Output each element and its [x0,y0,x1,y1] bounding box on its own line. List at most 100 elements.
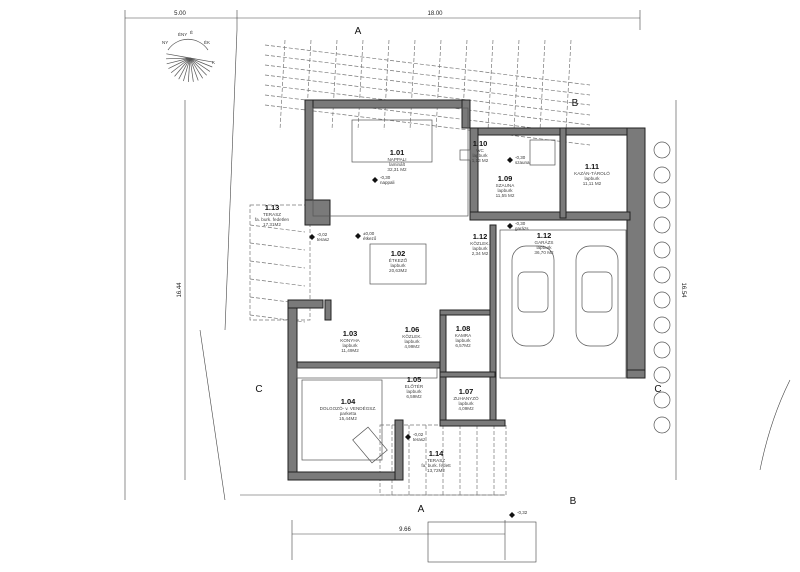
room-area: 4,09M2 [458,406,474,411]
room-number: 1.02 [391,249,406,258]
pergola-beam [249,278,306,287]
wall [287,471,401,481]
room-number: 1.06 [405,325,420,334]
car-right [575,245,619,347]
tree-row [653,141,671,434]
room-name: ÉTKEZŐ [389,257,408,263]
pergola-beam [264,44,591,86]
level-value: -0,32 [517,510,528,515]
compass-ray [189,57,204,79]
tree-icon [653,316,671,334]
pergola-beam [249,224,306,233]
room-number: 1.09 [498,174,513,183]
section-c-right: C [654,384,661,395]
dim-bottom: 9.66 [399,527,411,533]
section-a-bottom: A [418,504,425,515]
room-number: 1.11 [585,162,599,171]
compass-ray [187,57,191,82]
level-value: -0,30 [380,175,391,180]
wall [304,99,471,109]
level-icon [309,234,315,240]
level-icon [355,233,361,239]
pergola-rafter [409,39,416,131]
dim-right: 16.54 [680,282,686,298]
pergola-beam [249,296,306,305]
pergola-grid [249,39,591,495]
tree-icon [653,391,671,409]
pergola-rafter [331,39,338,131]
room-area: 20,63M2 [389,268,407,273]
pergola-rafter [487,39,494,131]
room-floor: lapburk [455,338,471,343]
dim-top-left: 5.00 [174,11,186,17]
tree-icon [653,341,671,359]
level-marker: -0,32 [509,510,528,518]
tree-icon [653,141,671,159]
wall [469,211,631,221]
room-floor: lapburk [472,246,488,251]
room-number: 1.03 [343,329,358,338]
room-name: NAPPALI [387,157,406,162]
level-label: terasz [413,437,426,442]
room-floor: lapburk [497,188,513,193]
dim-top-main: 18.00 [427,11,443,17]
room-number: 1.04 [341,397,356,406]
dim-left: 16.44 [177,282,183,298]
armchair [352,426,388,464]
room-area: 11,49M2 [341,348,359,353]
room-floor: fa. burk. fedett [421,463,451,468]
pergola-rafter [279,39,286,131]
compass-ray [189,57,213,68]
room-area: 6,57M2 [455,343,471,348]
room-number: 1.10 [473,139,488,148]
pergola-rafter [565,39,572,131]
level-value: ±0,00 [363,231,375,236]
wall [394,419,404,481]
room-floor: laminált [389,162,406,167]
compass-ray [189,57,194,82]
level-label: nappali [380,180,395,185]
compass-ray [183,57,191,82]
room-floor: lapburk [404,339,420,344]
room-name: KÖZLEK. [470,240,489,246]
room-area: 32,31 M2 [387,167,407,172]
tree-icon [653,241,671,259]
room-floor: lapburk [584,176,600,181]
compass-ray [189,57,214,63]
level-icon [509,512,515,518]
room-name: GARÁZS [535,239,554,245]
pergola-rafter [383,39,390,131]
pergola-beam [264,54,591,96]
section-b-bottom: B [570,496,577,507]
room-floor: lapburk [342,343,358,348]
section-c-left: C [255,384,262,395]
compass-ray [168,57,191,69]
compass-ray [189,57,211,72]
level-value: -0,02 [413,432,424,437]
pergola-rafter [435,39,442,131]
room-floor: lapburk [406,389,422,394]
compass-ray [166,57,191,65]
dimension-lines [124,10,791,563]
wall [461,99,471,129]
pergola-beam [264,74,591,116]
level-value: -0,30 [515,155,526,160]
compass-ray [174,57,191,77]
interior-lines [296,107,627,464]
compass-ray [189,57,207,76]
room-name: ZUHANYZÓ [453,395,479,401]
room-name: TERASZ [263,212,281,217]
